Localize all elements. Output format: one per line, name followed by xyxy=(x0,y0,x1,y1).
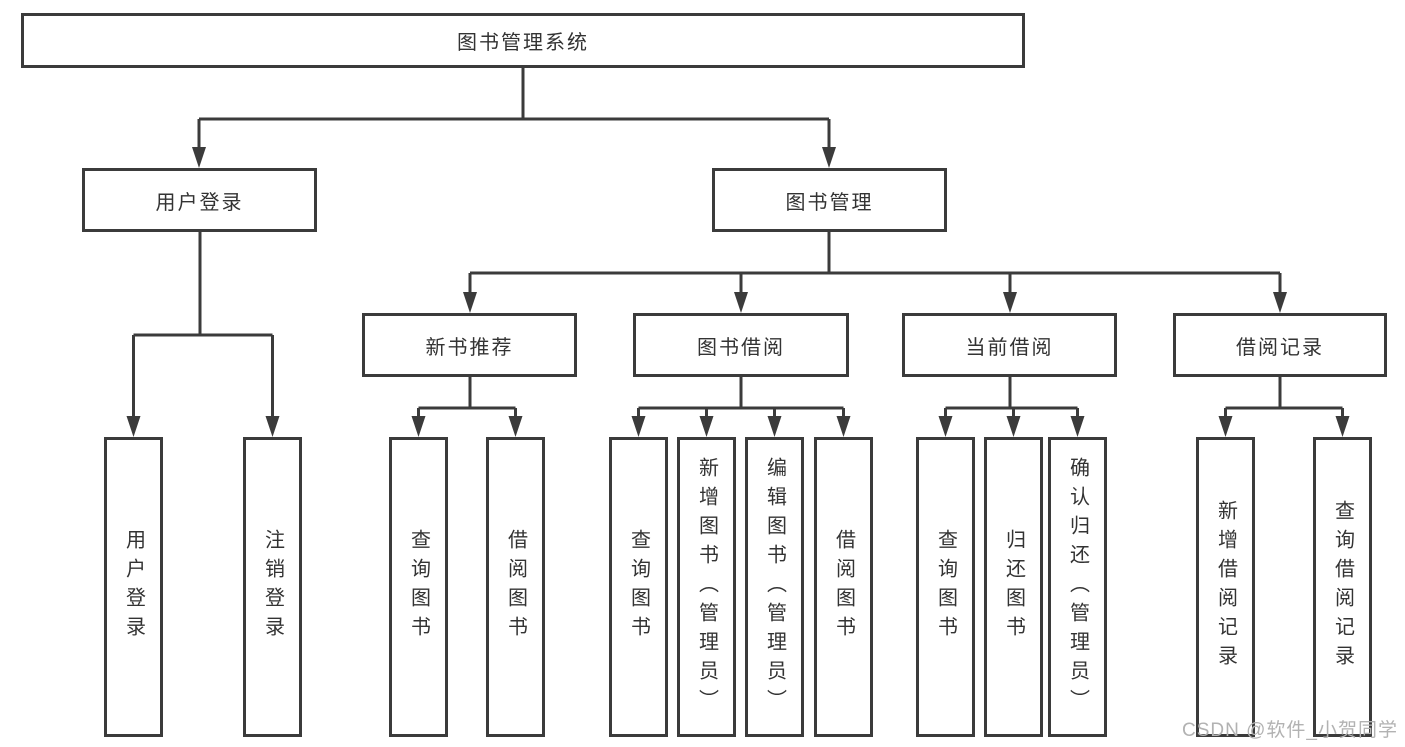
leaf-add-books-admin: 新增图书（管理员） xyxy=(677,437,736,737)
leaf-label: 用户登录 xyxy=(122,529,145,645)
leaf-label: 查询图书 xyxy=(934,529,957,645)
leaf-user-login: 用户登录 xyxy=(104,437,163,737)
leaf-label: 新增图书（管理员） xyxy=(695,456,718,718)
node-new-book-recommend: 新书推荐 xyxy=(362,313,577,377)
leaf-borrow-books-recommend: 借阅图书 xyxy=(486,437,545,737)
leaf-query-books-current: 查询图书 xyxy=(916,437,975,737)
node-borrow-records: 借阅记录 xyxy=(1173,313,1387,377)
leaf-label: 归还图书 xyxy=(1002,529,1025,645)
leaf-logout: 注销登录 xyxy=(243,437,302,737)
leaf-label: 查询借阅记录 xyxy=(1331,500,1354,674)
leaf-edit-books-admin: 编辑图书（管理员） xyxy=(745,437,804,737)
leaf-add-borrow-record: 新增借阅记录 xyxy=(1196,437,1255,737)
leaf-label: 借阅图书 xyxy=(504,529,527,645)
leaf-query-borrow-record: 查询借阅记录 xyxy=(1313,437,1372,737)
node-book-borrow: 图书借阅 xyxy=(633,313,849,377)
node-book-management: 图书管理 xyxy=(712,168,947,232)
leaf-label: 确认归还（管理员） xyxy=(1066,456,1089,718)
leaf-label: 新增借阅记录 xyxy=(1214,500,1237,674)
leaf-label: 查询图书 xyxy=(627,529,650,645)
leaf-query-books-recommend: 查询图书 xyxy=(389,437,448,737)
node-user-login: 用户登录 xyxy=(82,168,317,232)
leaf-label: 编辑图书（管理员） xyxy=(763,456,786,718)
leaf-query-books-borrow: 查询图书 xyxy=(609,437,668,737)
leaf-return-books: 归还图书 xyxy=(984,437,1043,737)
leaf-label: 注销登录 xyxy=(261,529,284,645)
node-current-borrow: 当前借阅 xyxy=(902,313,1117,377)
leaf-borrow-books: 借阅图书 xyxy=(814,437,873,737)
leaf-label: 借阅图书 xyxy=(832,529,855,645)
leaf-confirm-return-admin: 确认归还（管理员） xyxy=(1048,437,1107,737)
watermark: CSDN @软件_小贺同学 xyxy=(1182,720,1398,741)
node-root-system: 图书管理系统 xyxy=(21,13,1025,68)
leaf-label: 查询图书 xyxy=(407,529,430,645)
